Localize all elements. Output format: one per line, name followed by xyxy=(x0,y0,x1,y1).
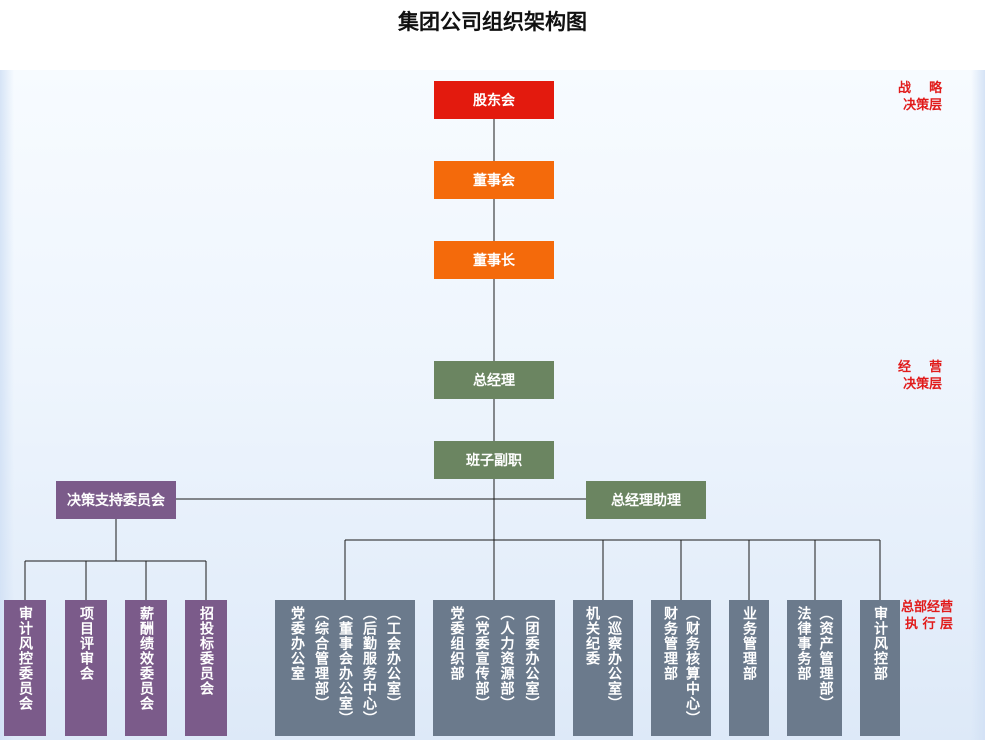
committee-item-audit-risk: 审计风控委员会 xyxy=(4,600,46,736)
department-label: （党委宣传部） xyxy=(473,606,490,711)
department-label: 业务管理部 xyxy=(741,606,757,681)
panel-edge-right xyxy=(971,70,985,740)
department-finance: （财务核算中心） 财务管理部 xyxy=(651,600,711,736)
department-discipline: （巡察办公室） 机关纪委 xyxy=(573,600,633,736)
committee-item-label: 项目评审会 xyxy=(78,606,94,681)
department-label: 审计风控部 xyxy=(872,606,888,681)
department-label: （综合管理部） xyxy=(313,606,329,711)
department-business: 业务管理部 xyxy=(729,600,769,736)
layer-label-strategic: 战 略 决策层 xyxy=(898,81,943,113)
deputies-box: 班子副职 xyxy=(434,441,554,479)
layer-label-execution: 总部经营 执 行 层 xyxy=(901,600,954,632)
department-label: （团委办公室） xyxy=(523,606,540,711)
department-label: 财务管理部 xyxy=(662,606,678,681)
department-label: 机关纪委 xyxy=(584,606,600,666)
page-title: 集团公司组织架构图 xyxy=(398,10,587,34)
department-label: （工会办公室） xyxy=(385,606,401,711)
department-label: 法律事务部 xyxy=(795,606,812,681)
department-label: （财务核算中心） xyxy=(684,606,700,726)
committee-item-project-review: 项目评审会 xyxy=(65,600,107,736)
department-label: 党委组织部 xyxy=(448,606,465,681)
committee-item-label: 招投标委员会 xyxy=(198,606,214,696)
department-party-organization: （团委办公室） （人力资源部） （党委宣传部） 党委组织部 xyxy=(433,600,555,736)
department-label: （董事会办公室） xyxy=(337,606,353,726)
committee-box: 决策支持委员会 xyxy=(56,481,176,519)
department-party-office: （工会办公室） （后勤服务中心） （董事会办公室） （综合管理部） 党委办公室 xyxy=(275,600,415,736)
chairman-box: 董事长 xyxy=(434,241,554,279)
gm-box: 总经理 xyxy=(434,361,554,399)
department-label: （人力资源部） xyxy=(498,606,515,711)
department-label: （后勤服务中心） xyxy=(361,606,377,726)
department-label: （巡察办公室） xyxy=(606,606,622,711)
department-label: 党委办公室 xyxy=(289,606,305,681)
committee-item-compensation: 薪酬绩效委员会 xyxy=(125,600,167,736)
committee-item-label: 审计风控委员会 xyxy=(17,606,33,711)
board-box: 董事会 xyxy=(434,161,554,199)
committee-item-label: 薪酬绩效委员会 xyxy=(138,606,154,711)
department-label: （资产管理部） xyxy=(817,606,834,711)
committee-item-bidding: 招投标委员会 xyxy=(185,600,227,736)
panel-edge-left xyxy=(0,70,14,740)
department-audit-risk: 审计风控部 xyxy=(860,600,900,736)
shareholders-box: 股东会 xyxy=(434,81,554,119)
layer-label-operational: 经 营 决策层 xyxy=(898,360,943,392)
department-legal: （资产管理部） 法律事务部 xyxy=(787,600,842,736)
gm-assistant-box: 总经理助理 xyxy=(586,481,706,519)
